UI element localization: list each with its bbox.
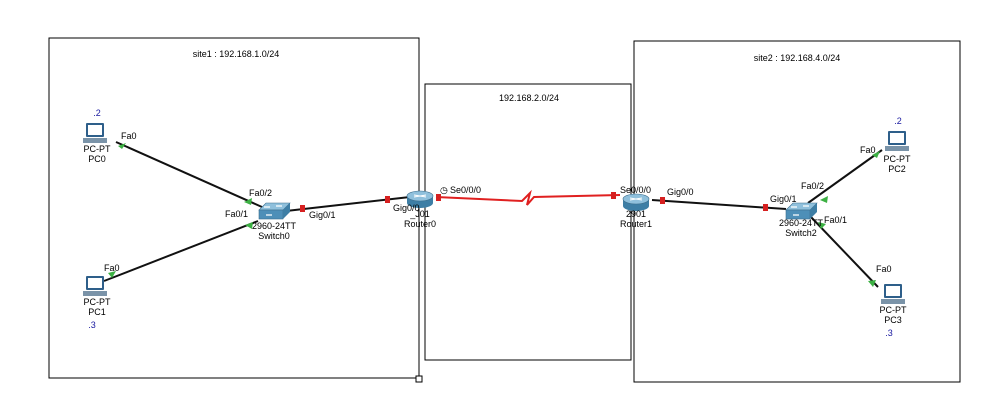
switch2-model: 2960-24TT [779, 218, 824, 228]
router1-port-se000: Se0/0/0 [620, 185, 651, 195]
site1-area-label: site1 : 192.168.1.0/24 [193, 49, 280, 59]
resize-handle[interactable] [415, 375, 423, 383]
pc2-type: PC-PT [884, 154, 912, 164]
middle-area-label: 192.168.2.0/24 [499, 93, 559, 103]
pc1-device[interactable] [83, 276, 107, 296]
pc1-ip: .3 [88, 320, 96, 330]
router0-device[interactable] [406, 190, 434, 208]
switch0-port-fa01: Fa0/1 [225, 209, 248, 219]
pc2-name: PC2 [888, 164, 906, 174]
pc1-port-fa0: Fa0 [104, 263, 120, 273]
site2-area[interactable] [633, 40, 961, 383]
switch2-name: Switch2 [785, 228, 817, 238]
pc3-name: PC3 [884, 315, 902, 325]
router1-port-gig00: Gig0/0 [667, 187, 694, 197]
port-status-down-sw2-gig01 [763, 204, 768, 211]
pc3-device[interactable] [881, 284, 905, 304]
pc1-type: PC-PT [84, 297, 112, 307]
port-status-down-r1-gig00 [660, 197, 665, 204]
port-status-up-pc3 [868, 280, 876, 287]
pc2-device[interactable] [885, 131, 909, 151]
pc3-ip: .3 [885, 328, 893, 338]
router0-port-gig00: Gig0/0 [393, 203, 420, 213]
switch0-name: Switch0 [258, 231, 290, 241]
switch0-port-fa02: Fa0/2 [249, 188, 272, 198]
link-pc0-switch0[interactable] [115, 141, 263, 208]
router0-name: Router0 [404, 219, 436, 229]
switch0-device[interactable] [258, 202, 291, 220]
port-status-up-sw0-fa01 [245, 222, 253, 229]
port-status-up-pc1 [108, 271, 116, 278]
port-status-up-sw0-fa02 [244, 198, 252, 205]
port-status-down-r0-se000 [436, 194, 441, 201]
middle-area[interactable] [424, 83, 632, 361]
pc0-type: PC-PT [84, 144, 112, 154]
switch2-device[interactable] [785, 202, 818, 220]
pc3-port-fa0: Fa0 [876, 264, 892, 274]
switch2-port-gig01: Gig0/1 [770, 194, 797, 204]
serial-link-router0-router1[interactable] [435, 189, 621, 206]
link-pc1-switch0[interactable] [103, 220, 259, 282]
router0-port-se000: Se0/0/0 [450, 185, 481, 195]
pc3-type: PC-PT [880, 305, 908, 315]
port-status-up-pc2 [872, 151, 880, 158]
pc2-ip: .2 [894, 116, 902, 126]
pc0-device[interactable] [83, 123, 107, 143]
router0-model: _J01 [409, 209, 430, 219]
router1-name: Router1 [620, 219, 652, 229]
port-status-down-r1-se000 [611, 192, 616, 199]
port-status-down-r0-gig00 [385, 196, 390, 203]
pc0-ip: .2 [93, 108, 101, 118]
switch0-port-gig01: Gig0/1 [309, 210, 336, 220]
router1-model: 2901 [626, 209, 646, 219]
link-switch2-pc2[interactable] [807, 149, 883, 204]
port-status-up-sw2-fa02 [820, 196, 828, 203]
switch2-port-fa02: Fa0/2 [801, 181, 824, 191]
pc2-port-fa0: Fa0 [860, 145, 876, 155]
port-status-up-pc0 [118, 143, 126, 149]
port-status-down-sw0-gig01 [300, 205, 305, 212]
switch0-model: 2960-24TT [252, 221, 297, 231]
pc0-port-fa0: Fa0 [121, 131, 137, 141]
pc1-name: PC1 [88, 307, 106, 317]
router1-device[interactable] [622, 193, 650, 211]
site1-area[interactable] [48, 37, 420, 379]
site2-area-label: site2 : 192.168.4.0/24 [754, 53, 841, 63]
clock-icon: ◷ [440, 185, 448, 195]
port-status-up-sw2-fa01 [818, 222, 826, 229]
pc0-name: PC0 [88, 154, 106, 164]
switch2-port-fa01: Fa0/1 [824, 215, 847, 225]
